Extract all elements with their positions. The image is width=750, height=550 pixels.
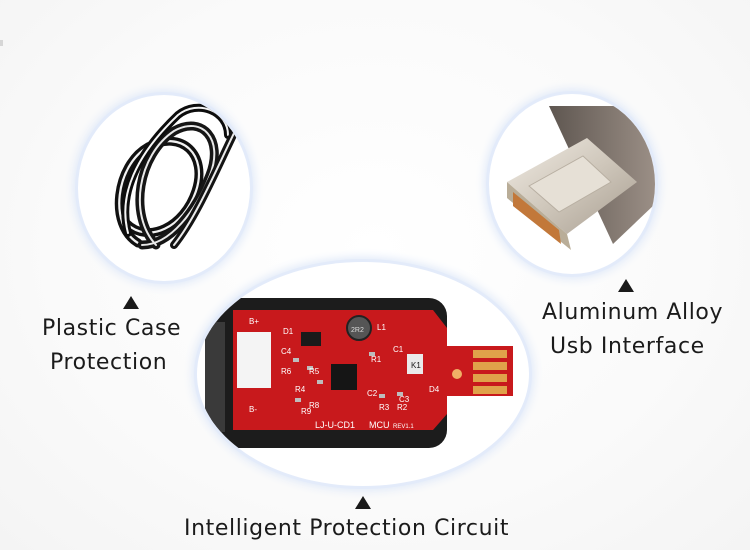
coiled-cable-icon xyxy=(114,103,242,250)
pcb-label-model: LJ-U-CD1 xyxy=(315,420,355,430)
pcb-label-c3: C3 xyxy=(399,395,410,404)
cable-detail-bubble xyxy=(78,95,250,281)
plastic-caption-line2: Protection xyxy=(50,350,168,375)
edge-mark xyxy=(0,40,3,46)
pcb-label-k1: K1 xyxy=(411,361,421,370)
triangle-up-icon xyxy=(355,496,371,509)
aluminum-caption-line1: Aluminum Alloy xyxy=(542,300,724,325)
pcb-label-r8: R8 xyxy=(309,401,320,410)
aluminum-caption-line2: Usb Interface xyxy=(550,334,705,359)
pcb-label-mcu: MCU xyxy=(369,420,390,430)
plastic-caption-line1: Plastic Case xyxy=(42,316,182,341)
pcb-label-r2: R2 xyxy=(397,403,408,412)
pcb-label-rev: REV1.1 xyxy=(393,424,414,430)
pcb-label-c4: C4 xyxy=(281,347,292,356)
pcb-label-l1: L1 xyxy=(377,323,386,332)
pcb-label-bplus: B+ xyxy=(249,317,259,326)
pcb-label-inductor: 2R2 xyxy=(351,327,364,334)
aluminum-caption: Aluminum Alloy Usb Interface xyxy=(542,296,723,364)
circuit-board-icon: B+ B- D1 L1 C4 R6 R5 R4 R1 C1 R8 R9 C2 R… xyxy=(205,298,513,448)
triangle-up-icon xyxy=(123,296,139,309)
pcb-label-r4: R4 xyxy=(295,385,306,394)
pcb-label-r9: R9 xyxy=(301,407,312,416)
pcb-label-bminus: B- xyxy=(249,405,257,414)
usb-connector-icon xyxy=(507,106,655,250)
pcb-label-c2: C2 xyxy=(367,389,378,398)
triangle-up-icon xyxy=(618,279,634,292)
pcb-label-r5: R5 xyxy=(309,367,320,376)
plastic-case-caption: Plastic Case Protection xyxy=(42,312,181,380)
usb-detail-bubble xyxy=(489,94,655,274)
circuit-detail-bubble: B+ B- D1 L1 C4 R6 R5 R4 R1 C1 R8 R9 C2 R… xyxy=(197,262,529,486)
pcb-label-c1: C1 xyxy=(393,345,404,354)
pcb-label-r6: R6 xyxy=(281,367,292,376)
pcb-label-d4: D4 xyxy=(429,385,440,394)
circuit-caption: Intelligent Protection Circuit xyxy=(184,516,510,541)
pcb-label-r3: R3 xyxy=(379,403,390,412)
pcb-label-d1: D1 xyxy=(283,327,294,336)
pcb-label-r1: R1 xyxy=(371,355,382,364)
